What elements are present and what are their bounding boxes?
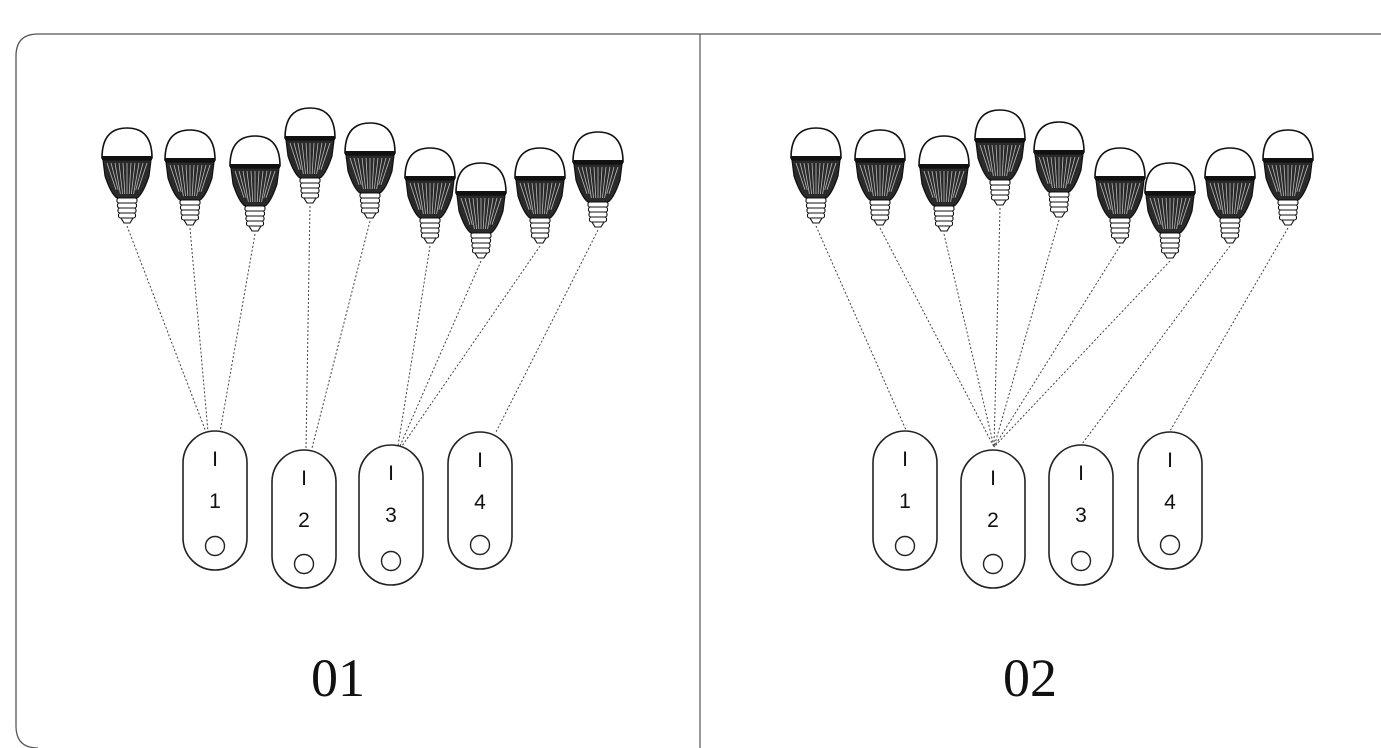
wires — [815, 207, 1289, 448]
switch-mark: I — [1078, 462, 1084, 485]
bulb-icon — [854, 129, 906, 226]
switch-number: 4 — [474, 491, 486, 514]
wire — [993, 207, 1001, 448]
switch-mark: I — [902, 448, 908, 471]
switch-body[interactable] — [960, 449, 1026, 589]
wire — [311, 220, 371, 449]
panel-label-02: 02 — [1003, 648, 1057, 708]
wire — [1081, 245, 1231, 445]
switch-1[interactable]: I1 — [182, 430, 248, 571]
switch-indicator — [380, 550, 402, 572]
bulbs — [101, 107, 624, 259]
switch-mark: I — [477, 449, 483, 472]
wire — [1169, 227, 1289, 432]
wire — [993, 219, 1060, 448]
wire — [993, 260, 1171, 448]
switch-number: 2 — [298, 509, 310, 532]
switch-mark: I — [301, 467, 307, 490]
bulb-icon — [284, 107, 336, 204]
switch-indicator — [982, 553, 1004, 575]
switch-indicator — [1159, 534, 1181, 556]
bulb-icon — [164, 129, 216, 226]
bulb-icon — [404, 147, 456, 244]
wire — [815, 225, 907, 431]
bulbs — [790, 109, 1314, 259]
switch-2[interactable]: I2 — [960, 449, 1026, 589]
bulb-icon — [1204, 147, 1256, 244]
switch-body[interactable] — [1137, 431, 1203, 570]
switch-mark: I — [212, 448, 218, 471]
switch-indicator — [469, 534, 491, 556]
switch-number: 3 — [1075, 504, 1087, 527]
switch-3[interactable]: I3 — [358, 444, 424, 586]
wire — [219, 233, 256, 433]
wires — [126, 205, 599, 449]
bulb-icon — [514, 147, 566, 244]
bulb-icon — [974, 109, 1026, 206]
switch-indicator — [1070, 550, 1092, 572]
switch-3[interactable]: I3 — [1048, 444, 1114, 586]
switch-body[interactable] — [447, 431, 513, 570]
panel-label-01: 01 — [311, 648, 365, 708]
switch-mark: I — [990, 467, 996, 490]
bulb-icon — [918, 135, 970, 232]
switch-4[interactable]: I4 — [447, 431, 513, 570]
wire — [305, 205, 311, 449]
bulb-icon — [1033, 121, 1085, 218]
wire — [943, 233, 995, 448]
wire — [397, 245, 431, 447]
wire — [401, 245, 541, 447]
bulb-icon — [1094, 147, 1146, 244]
switch-number: 1 — [209, 490, 221, 513]
bulb-icon — [229, 135, 281, 232]
wire — [399, 260, 482, 447]
switch-indicator — [293, 553, 315, 575]
bulb-icon — [344, 122, 396, 219]
switch-mark: I — [388, 462, 394, 485]
wire — [126, 225, 207, 433]
switch-indicator — [204, 535, 226, 557]
switch-2[interactable]: I2 — [271, 449, 337, 589]
switch-body[interactable] — [872, 430, 938, 571]
switch-number: 3 — [385, 504, 397, 527]
switch-indicator — [894, 535, 916, 557]
switch-body[interactable] — [182, 430, 248, 571]
bulb-icon — [790, 127, 842, 224]
bulb-icon — [572, 131, 624, 228]
outer-frame — [15, 33, 1381, 748]
switch-number: 1 — [899, 490, 911, 513]
switch-body[interactable] — [1048, 444, 1114, 586]
bulb-icon — [101, 127, 153, 224]
switch-1[interactable]: I1 — [872, 430, 938, 571]
switch-4[interactable]: I4 — [1137, 431, 1203, 570]
wire — [879, 227, 995, 448]
wire — [993, 245, 1121, 448]
bulb-icon — [1144, 162, 1196, 259]
switch-body[interactable] — [358, 444, 424, 586]
bulb-icon — [1262, 129, 1314, 226]
bulb-icon — [455, 162, 507, 259]
switch-mark: I — [1167, 449, 1173, 472]
switch-number: 2 — [987, 509, 999, 532]
switch-number: 4 — [1164, 491, 1176, 514]
wire — [495, 229, 599, 433]
wire — [189, 227, 209, 433]
switch-body[interactable] — [271, 449, 337, 589]
